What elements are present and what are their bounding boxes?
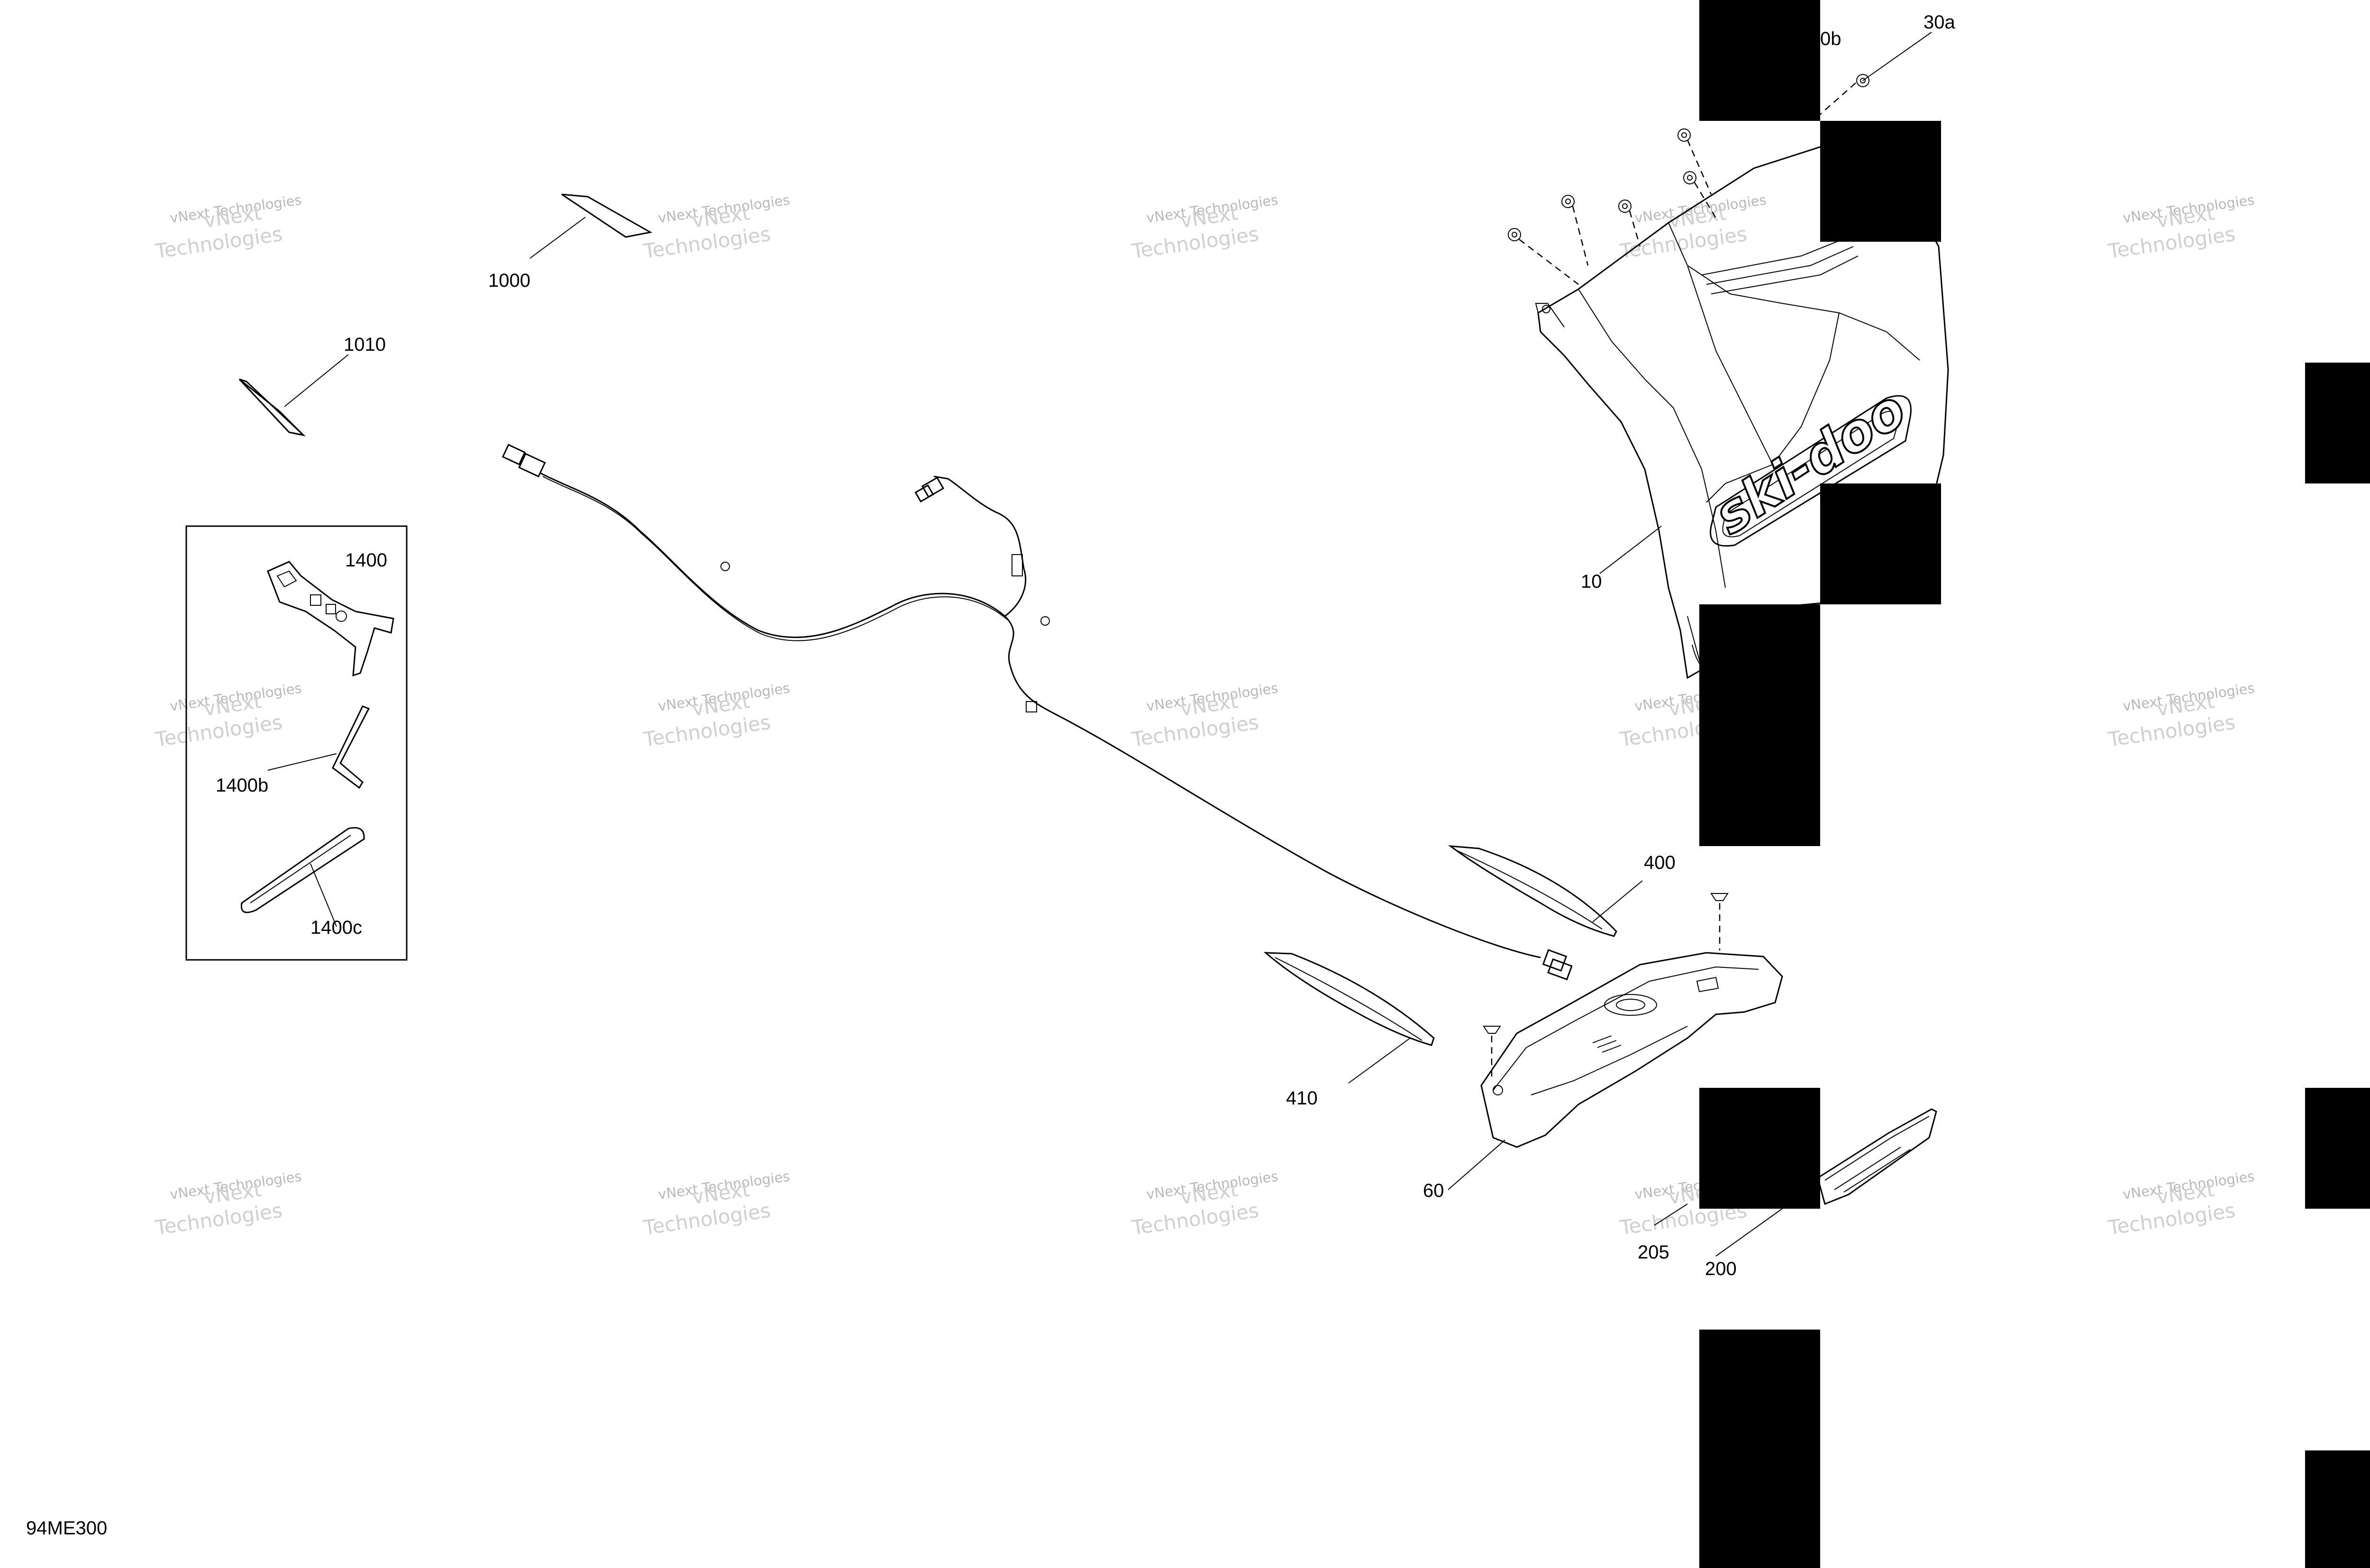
watermark-tile: vNext Technologies Technologies vNext: [2106, 191, 2256, 263]
watermark-tile: vNext Technologies Technologies vNext: [1618, 191, 1768, 263]
watermark-tile: vNext Technologies Technologies vNext: [1130, 1168, 1279, 1240]
watermark-tile: vNext Technologies Technologies vNext: [642, 191, 791, 263]
label-400: 400: [1644, 852, 1676, 873]
watermark-tile: vNext Technologies Technologies vNext: [642, 1168, 791, 1240]
label-410: 410: [1286, 1088, 1318, 1109]
watermark-tile: vNext Technologies Technologies vNext: [1130, 191, 1279, 263]
label-1400b: 1400b: [216, 775, 268, 796]
label-1000: 1000: [488, 270, 530, 291]
part-410-reflector: [1263, 952, 1435, 1084]
label-205: 205: [1638, 1242, 1669, 1263]
label-1400: 1400: [345, 550, 387, 571]
pushpin-fasteners: [1508, 32, 1932, 285]
diagram-code: 94ME300: [26, 1518, 107, 1539]
callout-labels: 1000 1010 1400 1400b 1400c 10 30a 0b 400…: [26, 12, 1955, 1539]
wiring-harness: [501, 444, 1573, 981]
label-30a: 30a: [1923, 12, 1955, 33]
part-60-taillight-housing: [1448, 893, 1783, 1190]
hex-key-icon: [267, 705, 370, 789]
part-1000-decal: [529, 193, 653, 259]
label-1010: 1010: [344, 334, 386, 355]
watermark-tile: vNext Technologies Technologies vNext: [2106, 1168, 2256, 1240]
wrench-icon: [267, 561, 394, 677]
watermark-tile: vNext Technologies Technologies vNext: [642, 680, 791, 751]
watermark-tile: vNext Technologies Technologies vNext: [154, 191, 303, 263]
watermark-layer: vNext Technologies Technologies vNext vN…: [154, 191, 2256, 1240]
watermark-tile: vNext Technologies Technologies vNext: [154, 680, 303, 751]
watermark-tile: vNext Technologies Technologies vNext: [154, 1168, 303, 1240]
watermark-tile: vNext Technologies Technologies vNext: [1130, 680, 1279, 751]
redaction-blocks: [1699, 0, 2370, 1568]
label-30b: 0b: [1820, 28, 1841, 49]
watermark-tile: vNext Technologies Technologies vNext: [2106, 680, 2256, 751]
handle-tool-icon: [240, 827, 365, 927]
label-200: 200: [1705, 1258, 1737, 1279]
label-10: 10: [1581, 571, 1602, 592]
tool-kit-box: [185, 525, 408, 961]
label-60: 60: [1423, 1180, 1444, 1201]
part-400-reflector: [1448, 845, 1643, 937]
label-1400c: 1400c: [310, 917, 362, 938]
part-200-reflector-plate: [1654, 1108, 1937, 1257]
part-1010-decal: [238, 354, 349, 437]
